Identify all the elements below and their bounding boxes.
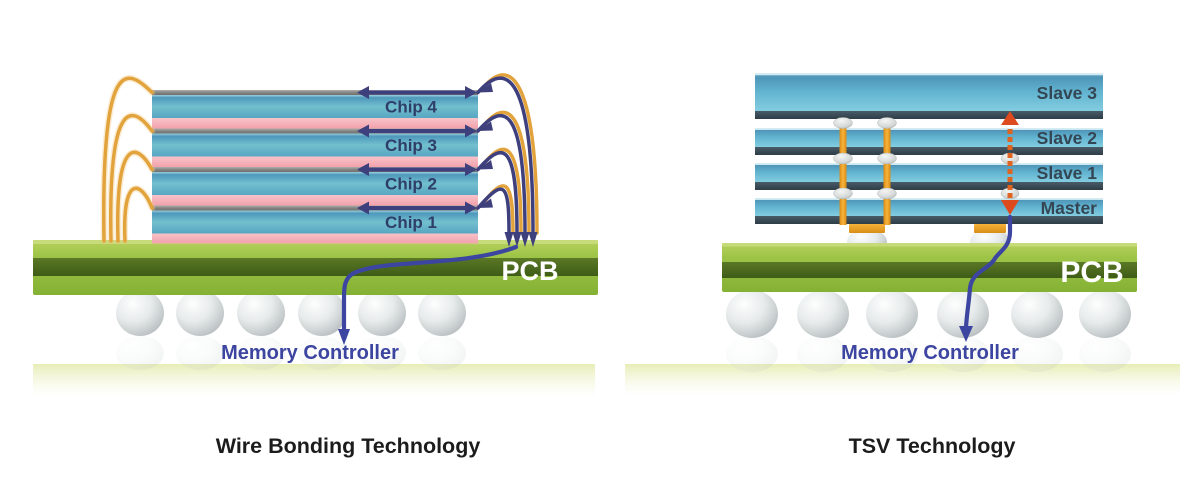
pcb-reflection (33, 364, 595, 398)
chip-4-label: Chip 4 (385, 98, 437, 117)
tsv-vias (833, 117, 897, 225)
wire-landing-arrowheads (504, 232, 538, 247)
chip-1 (152, 205, 478, 244)
pcb-label: PCB (501, 256, 558, 286)
bond-wires-left (100, 75, 156, 245)
tsv-title: TSV Technology (849, 434, 1016, 458)
chip-3-label: Chip 3 (385, 136, 437, 155)
tsv-figure: Slave 3 Slave 2 Slave 1 Master (625, 73, 1180, 458)
tsv-panel: Slave 3 Slave 2 Slave 1 Master (600, 0, 1200, 478)
chip-2-label: Chip 2 (385, 175, 437, 194)
solder-balls (726, 290, 1131, 338)
chip-stack: Chip 4 Chip 3 Chip 2 Chip 1 (152, 90, 478, 244)
tsv-data-path-arrow (1000, 111, 1020, 215)
slave-3-label: Slave 3 (1037, 83, 1098, 103)
ball-reflections (726, 336, 1131, 372)
memory-controller-label: Memory Controller (221, 342, 399, 364)
chip-3 (152, 128, 478, 168)
slave-1-label: Slave 1 (1037, 163, 1098, 183)
slave-3-chip (755, 73, 1103, 119)
wire-bonding-figure: Chip 4 Chip 3 Chip 2 Chip 1 (33, 73, 598, 458)
memory-controller-arrow (959, 214, 1013, 342)
memory-controller-label: Memory Controller (841, 342, 1019, 364)
solder-balls (116, 290, 466, 336)
bond-wires-right (476, 73, 539, 247)
pcb-label: PCB (1060, 256, 1123, 289)
wire-bonding-title: Wire Bonding Technology (216, 434, 481, 458)
wire-bonding-panel: Chip 4 Chip 3 Chip 2 Chip 1 (33, 73, 598, 458)
tsv-chip-stack: Slave 3 Slave 2 Slave 1 Master (755, 73, 1103, 224)
chip-1-label: Chip 1 (385, 213, 437, 232)
chip-4 (152, 90, 478, 129)
master-label: Master (1041, 198, 1098, 218)
memory-controller-arrow (338, 244, 519, 345)
pcb-board (722, 243, 1137, 292)
chip-bus-arrows (357, 86, 477, 215)
slave-2-label: Slave 2 (1037, 128, 1098, 148)
chip-2 (152, 167, 478, 206)
ball-reflections (116, 336, 466, 370)
